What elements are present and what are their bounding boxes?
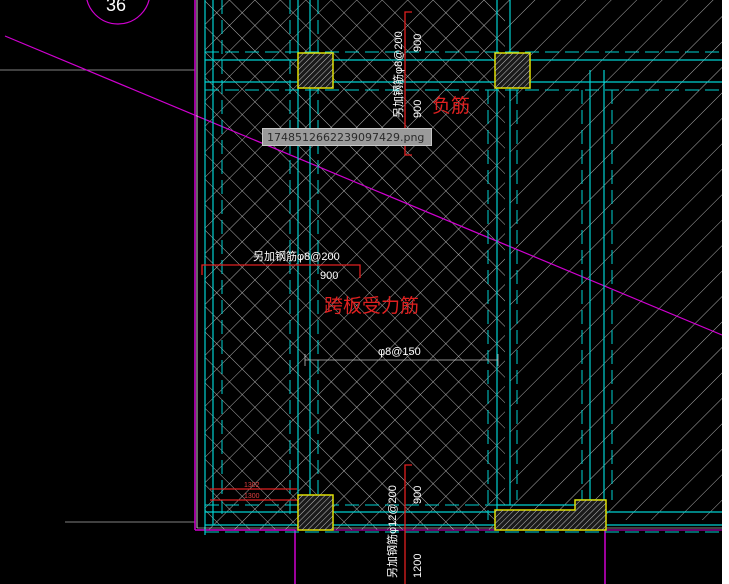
bottom-rebar-length-b: 1200 bbox=[412, 553, 424, 578]
small-dimension-a: 1302 bbox=[244, 482, 260, 489]
bottom-rebar-spec: 另加钢筋φ12@200 bbox=[387, 485, 399, 578]
span-rebar-label: 跨板受力筋 bbox=[324, 295, 420, 317]
mid-rebar-length: 900 bbox=[320, 270, 339, 282]
column-hatch bbox=[298, 495, 333, 530]
small-dimension-b: 1300 bbox=[244, 493, 260, 500]
column-hatch bbox=[495, 53, 530, 88]
dashed-center-lines bbox=[205, 0, 722, 533]
filename-tooltip: 1748512662239097429.png bbox=[262, 128, 432, 146]
right-margin bbox=[722, 0, 729, 584]
slab-hatch-right-top bbox=[505, 0, 722, 70]
top-rebar-length-a: 900 bbox=[412, 33, 424, 52]
top-rebar-spec: 另加钢筋φ8@200 bbox=[393, 31, 405, 118]
diagonal-reference-line bbox=[4, 35, 722, 336]
axis-circle[interactable] bbox=[86, 0, 150, 25]
slab-rebar-spec: φ8@150 bbox=[378, 346, 421, 358]
axis-number: 36 bbox=[106, 0, 127, 15]
slab-hatch-right bbox=[510, 70, 722, 520]
top-rebar-length-b: 900 bbox=[412, 99, 424, 118]
negative-rebar-label: 负筋 bbox=[432, 95, 471, 117]
bottom-rebar-length-a: 900 bbox=[412, 485, 424, 504]
dimension-line bbox=[304, 354, 499, 366]
column-hatch bbox=[298, 53, 333, 88]
mid-rebar-spec: 另加钢筋φ8@200 bbox=[253, 251, 340, 263]
rebar-lines bbox=[201, 11, 412, 584]
column-wall-hatch bbox=[495, 500, 606, 530]
